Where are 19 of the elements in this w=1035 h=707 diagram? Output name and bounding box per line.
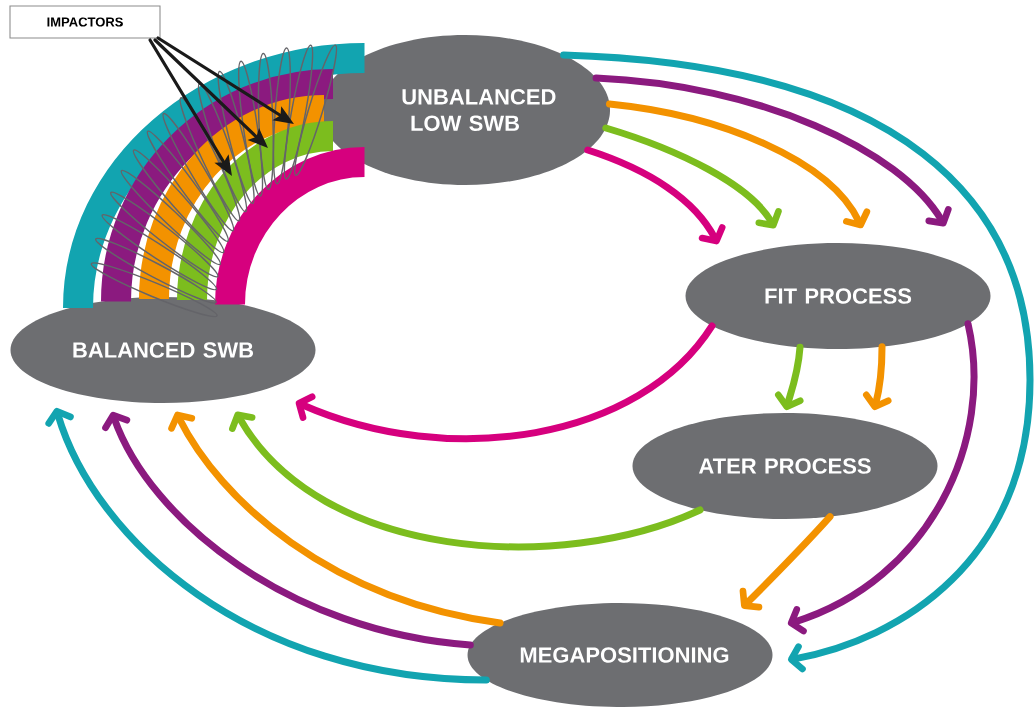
arrow xyxy=(863,343,892,411)
arrow xyxy=(45,407,490,684)
arrow xyxy=(775,343,804,411)
band xyxy=(215,147,366,306)
arrow xyxy=(739,513,834,611)
arrow xyxy=(168,411,504,627)
arrow xyxy=(606,100,871,229)
band xyxy=(177,121,335,301)
arrow xyxy=(602,124,782,229)
arrow xyxy=(592,74,952,227)
arrow xyxy=(787,320,978,635)
arrow xyxy=(560,51,1034,673)
arrow xyxy=(584,146,726,245)
band xyxy=(63,43,366,310)
arrow xyxy=(102,411,474,649)
label-box: IMPACTORS xyxy=(9,5,161,39)
arrow xyxy=(229,411,704,551)
band xyxy=(139,95,326,301)
arrow xyxy=(295,322,716,443)
